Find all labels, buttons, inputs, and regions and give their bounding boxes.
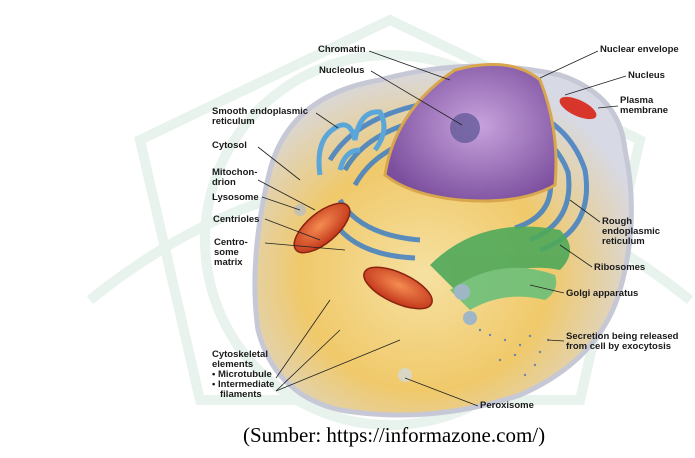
label-peroxisome: Peroxisome <box>480 401 534 411</box>
label-smooth-er: Smooth endoplasmic reticulum <box>212 107 308 127</box>
label-chromatin: Chromatin <box>318 45 366 55</box>
label-ribosomes: Ribosomes <box>594 263 645 273</box>
label-cytosol: Cytosol <box>212 141 247 151</box>
label-line: matrix <box>214 258 248 268</box>
label-centrosome-matrix: Centro- some matrix <box>214 238 248 268</box>
label-line: from cell by exocytosis <box>566 342 678 352</box>
label-golgi: Golgi apparatus <box>566 289 638 299</box>
label-mitochondrion: Mitochon- drion <box>212 168 257 188</box>
label-lysosome: Lysosome <box>212 193 259 203</box>
label-line: filaments <box>212 390 274 400</box>
label-line: reticulum <box>602 237 660 247</box>
label-line: drion <box>212 178 257 188</box>
label-nucleus: Nucleus <box>628 71 665 81</box>
label-cytoskeletal-elements: Cytoskeletal elements • Microtubule • In… <box>212 350 274 400</box>
label-line: membrane <box>620 106 668 116</box>
label-nuclear-envelope: Nuclear envelope <box>600 45 679 55</box>
nucleolus-shape <box>450 113 480 143</box>
label-line: reticulum <box>212 117 308 127</box>
source-credit: (Sumber: https://informazone.com/) <box>243 423 545 448</box>
label-secretion: Secretion being released from cell by ex… <box>566 332 678 352</box>
label-nucleolus: Nucleolus <box>319 66 364 76</box>
label-rough-er: Rough endoplasmic reticulum <box>602 217 660 247</box>
label-plasma-membrane: Plasma membrane <box>620 96 668 116</box>
label-centrioles: Centrioles <box>213 215 259 225</box>
